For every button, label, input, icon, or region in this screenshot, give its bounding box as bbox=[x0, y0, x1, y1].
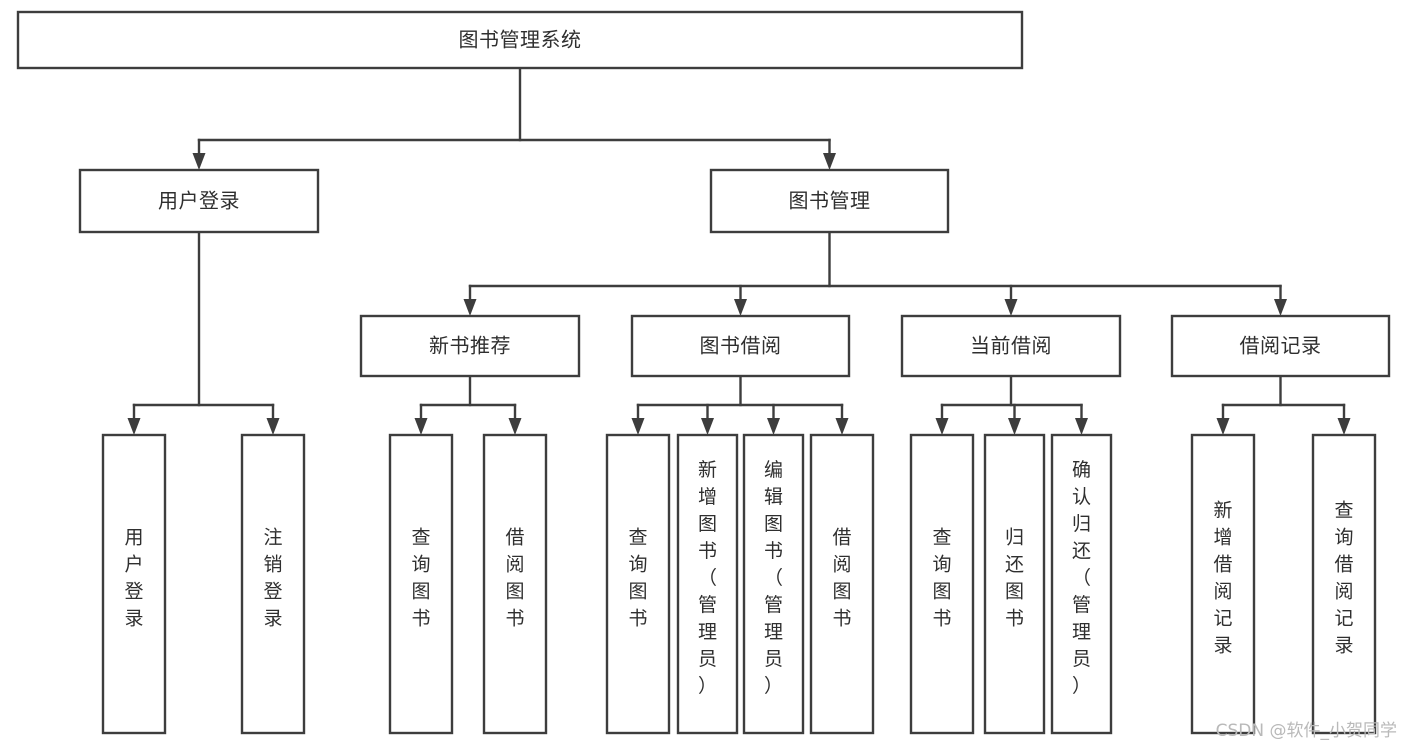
node-label: 确认归还（管理员） bbox=[1072, 459, 1091, 697]
node-label: 新增图书（管理员） bbox=[698, 459, 717, 697]
node-label: 查询图书 bbox=[628, 527, 647, 630]
node-box bbox=[809, 433, 875, 735]
arrow-head-icon bbox=[1004, 299, 1018, 316]
node-n-current-borrow[interactable]: 当前借阅 bbox=[900, 314, 1122, 378]
node-l-return-book[interactable]: 归还图书 bbox=[983, 433, 1046, 735]
arrow-head-icon bbox=[1008, 418, 1021, 435]
node-box bbox=[359, 314, 581, 378]
node-label: 借阅图书 bbox=[832, 527, 851, 630]
node-label: 用户登录 bbox=[124, 527, 143, 630]
node-box bbox=[709, 168, 950, 234]
arrow-head-icon bbox=[266, 418, 280, 435]
node-box bbox=[742, 433, 805, 735]
node-l-borrow-book-2[interactable]: 借阅图书 bbox=[809, 433, 875, 735]
node-box bbox=[676, 433, 739, 735]
node-label: 新增借阅记录 bbox=[1213, 500, 1232, 657]
node-box bbox=[1170, 314, 1391, 378]
node-label: 查询图书 bbox=[411, 527, 430, 630]
arrow-head-icon bbox=[1216, 418, 1230, 435]
node-box bbox=[605, 433, 671, 735]
nodes-layer: 图书管理系统用户登录图书管理新书推荐图书借阅当前借阅借阅记录用户登录注销登录查询… bbox=[16, 10, 1391, 735]
node-box bbox=[1311, 433, 1377, 735]
node-l-query-book-1[interactable]: 查询图书 bbox=[388, 433, 454, 735]
node-l-query-book-3[interactable]: 查询图书 bbox=[909, 433, 975, 735]
node-box bbox=[101, 433, 167, 735]
node-box bbox=[240, 433, 306, 735]
node-label: 图书管理 bbox=[789, 189, 871, 213]
arrow-head-icon bbox=[835, 418, 849, 435]
watermark-label: CSDN @软件_小贺同学 bbox=[1215, 721, 1397, 741]
node-label: 当前借阅 bbox=[970, 334, 1052, 358]
node-l-user-login[interactable]: 用户登录 bbox=[101, 433, 167, 735]
node-box bbox=[630, 314, 851, 378]
arrow-head-icon bbox=[701, 418, 714, 435]
node-label: 用户登录 bbox=[158, 189, 240, 213]
arrow-head-icon bbox=[463, 299, 477, 316]
node-label: 借阅图书 bbox=[505, 527, 524, 630]
node-l-borrow-book-1[interactable]: 借阅图书 bbox=[482, 433, 548, 735]
node-n-book-borrow[interactable]: 图书借阅 bbox=[630, 314, 851, 378]
node-label: 新书推荐 bbox=[429, 334, 511, 358]
node-n-borrow-record[interactable]: 借阅记录 bbox=[1170, 314, 1391, 378]
arrow-head-icon bbox=[631, 418, 645, 435]
node-box bbox=[1190, 433, 1256, 735]
node-root[interactable]: 图书管理系统 bbox=[16, 10, 1024, 70]
arrow-head-icon bbox=[1274, 299, 1287, 316]
node-box bbox=[482, 433, 548, 735]
arrow-head-icon bbox=[823, 153, 836, 170]
node-box bbox=[78, 168, 320, 234]
node-l-add-book[interactable]: 新增图书（管理员） bbox=[676, 433, 739, 735]
arrow-head-icon bbox=[414, 418, 428, 435]
node-n-new-book-rec[interactable]: 新书推荐 bbox=[359, 314, 581, 378]
node-l-query-record[interactable]: 查询借阅记录 bbox=[1311, 433, 1377, 735]
node-label: 图书管理系统 bbox=[459, 28, 582, 52]
node-label: 借阅记录 bbox=[1240, 334, 1322, 358]
node-label: 查询借阅记录 bbox=[1334, 500, 1353, 657]
node-l-query-book-2[interactable]: 查询图书 bbox=[605, 433, 671, 735]
node-n-book-mgmt[interactable]: 图书管理 bbox=[709, 168, 950, 234]
node-l-confirm-return[interactable]: 确认归还（管理员） bbox=[1050, 433, 1113, 735]
node-label: 编辑图书（管理员） bbox=[764, 459, 783, 697]
arrow-head-icon bbox=[127, 418, 141, 435]
node-box bbox=[909, 433, 975, 735]
node-box bbox=[900, 314, 1122, 378]
node-l-user-logout[interactable]: 注销登录 bbox=[240, 433, 306, 735]
node-box bbox=[16, 10, 1024, 70]
node-l-edit-book[interactable]: 编辑图书（管理员） bbox=[742, 433, 805, 735]
node-label: 归还图书 bbox=[1005, 527, 1024, 630]
node-box bbox=[1050, 433, 1113, 735]
node-n-user-login[interactable]: 用户登录 bbox=[78, 168, 320, 234]
node-label: 注销登录 bbox=[263, 527, 282, 630]
arrow-head-icon bbox=[1075, 418, 1088, 435]
node-box bbox=[388, 433, 454, 735]
arrow-head-icon bbox=[767, 418, 780, 435]
arrow-head-icon bbox=[935, 418, 949, 435]
arrow-head-icon bbox=[192, 153, 206, 170]
arrow-head-icon bbox=[1337, 418, 1351, 435]
arrow-head-icon bbox=[734, 299, 747, 316]
node-box bbox=[983, 433, 1046, 735]
node-l-add-record[interactable]: 新增借阅记录 bbox=[1190, 433, 1256, 735]
node-label: 图书借阅 bbox=[700, 334, 782, 358]
node-label: 查询图书 bbox=[932, 527, 951, 630]
connector-edges-layer bbox=[127, 66, 1351, 435]
arrow-head-icon bbox=[508, 418, 522, 435]
